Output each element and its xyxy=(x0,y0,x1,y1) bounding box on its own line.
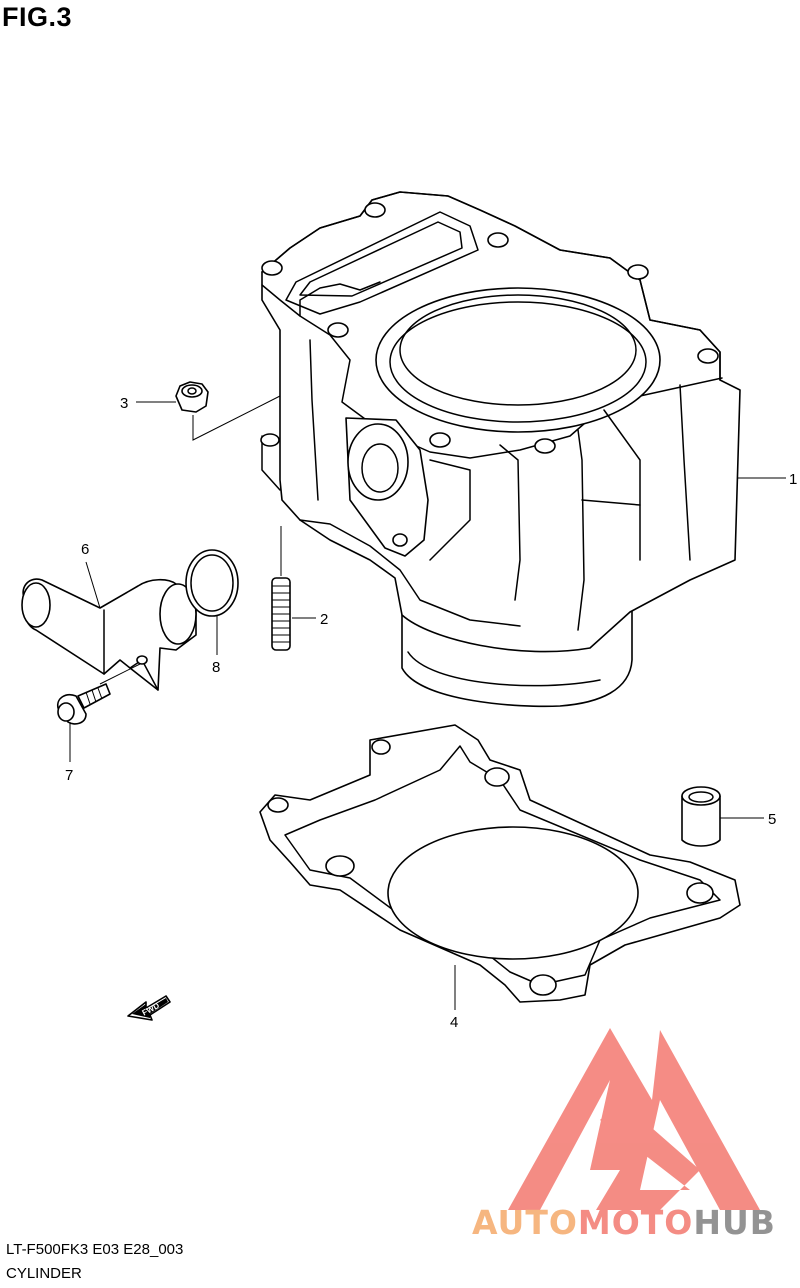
watermark-auto: AUTO xyxy=(472,1203,578,1242)
diagram-code: LT-F500FK3 E03 E28_003 xyxy=(6,1241,184,1258)
water-outlet-pipe-part[interactable] xyxy=(21,578,197,691)
svg-text:AUTOMOTOHUB: AUTOMOTOHUB xyxy=(472,1203,776,1242)
watermark-hub: HUB xyxy=(693,1203,776,1242)
callout-1: 1 xyxy=(789,471,797,488)
callout-labels: 1 2 3 4 5 6 7 8 xyxy=(65,395,797,1031)
callout-8: 8 xyxy=(212,659,220,676)
watermark-logo-icon xyxy=(508,1028,760,1210)
watermark-moto: MOTO xyxy=(578,1203,693,1242)
callout-2: 2 xyxy=(320,611,328,628)
callout-6: 6 xyxy=(81,541,89,558)
forward-direction-marker: FWD xyxy=(127,995,171,1021)
automotohub-watermark: AUTOMOTOHUB xyxy=(472,1028,776,1242)
leader-lines xyxy=(69,401,786,1010)
figure-title: FIG.3 xyxy=(2,2,73,32)
diagram-name: CYLINDER xyxy=(6,1265,82,1282)
stud-bolt-part[interactable] xyxy=(271,526,291,651)
callout-5: 5 xyxy=(768,811,776,828)
o-ring-part[interactable] xyxy=(185,549,239,617)
nut-part[interactable] xyxy=(175,381,281,441)
cylinder-gasket-part[interactable] xyxy=(259,724,741,1003)
callout-7: 7 xyxy=(65,767,73,784)
callout-4: 4 xyxy=(450,1014,458,1031)
bolt-part[interactable] xyxy=(56,683,111,725)
callout-3: 3 xyxy=(120,395,128,412)
dowel-pin-part[interactable] xyxy=(681,786,721,847)
cylinder-part[interactable] xyxy=(260,191,741,708)
